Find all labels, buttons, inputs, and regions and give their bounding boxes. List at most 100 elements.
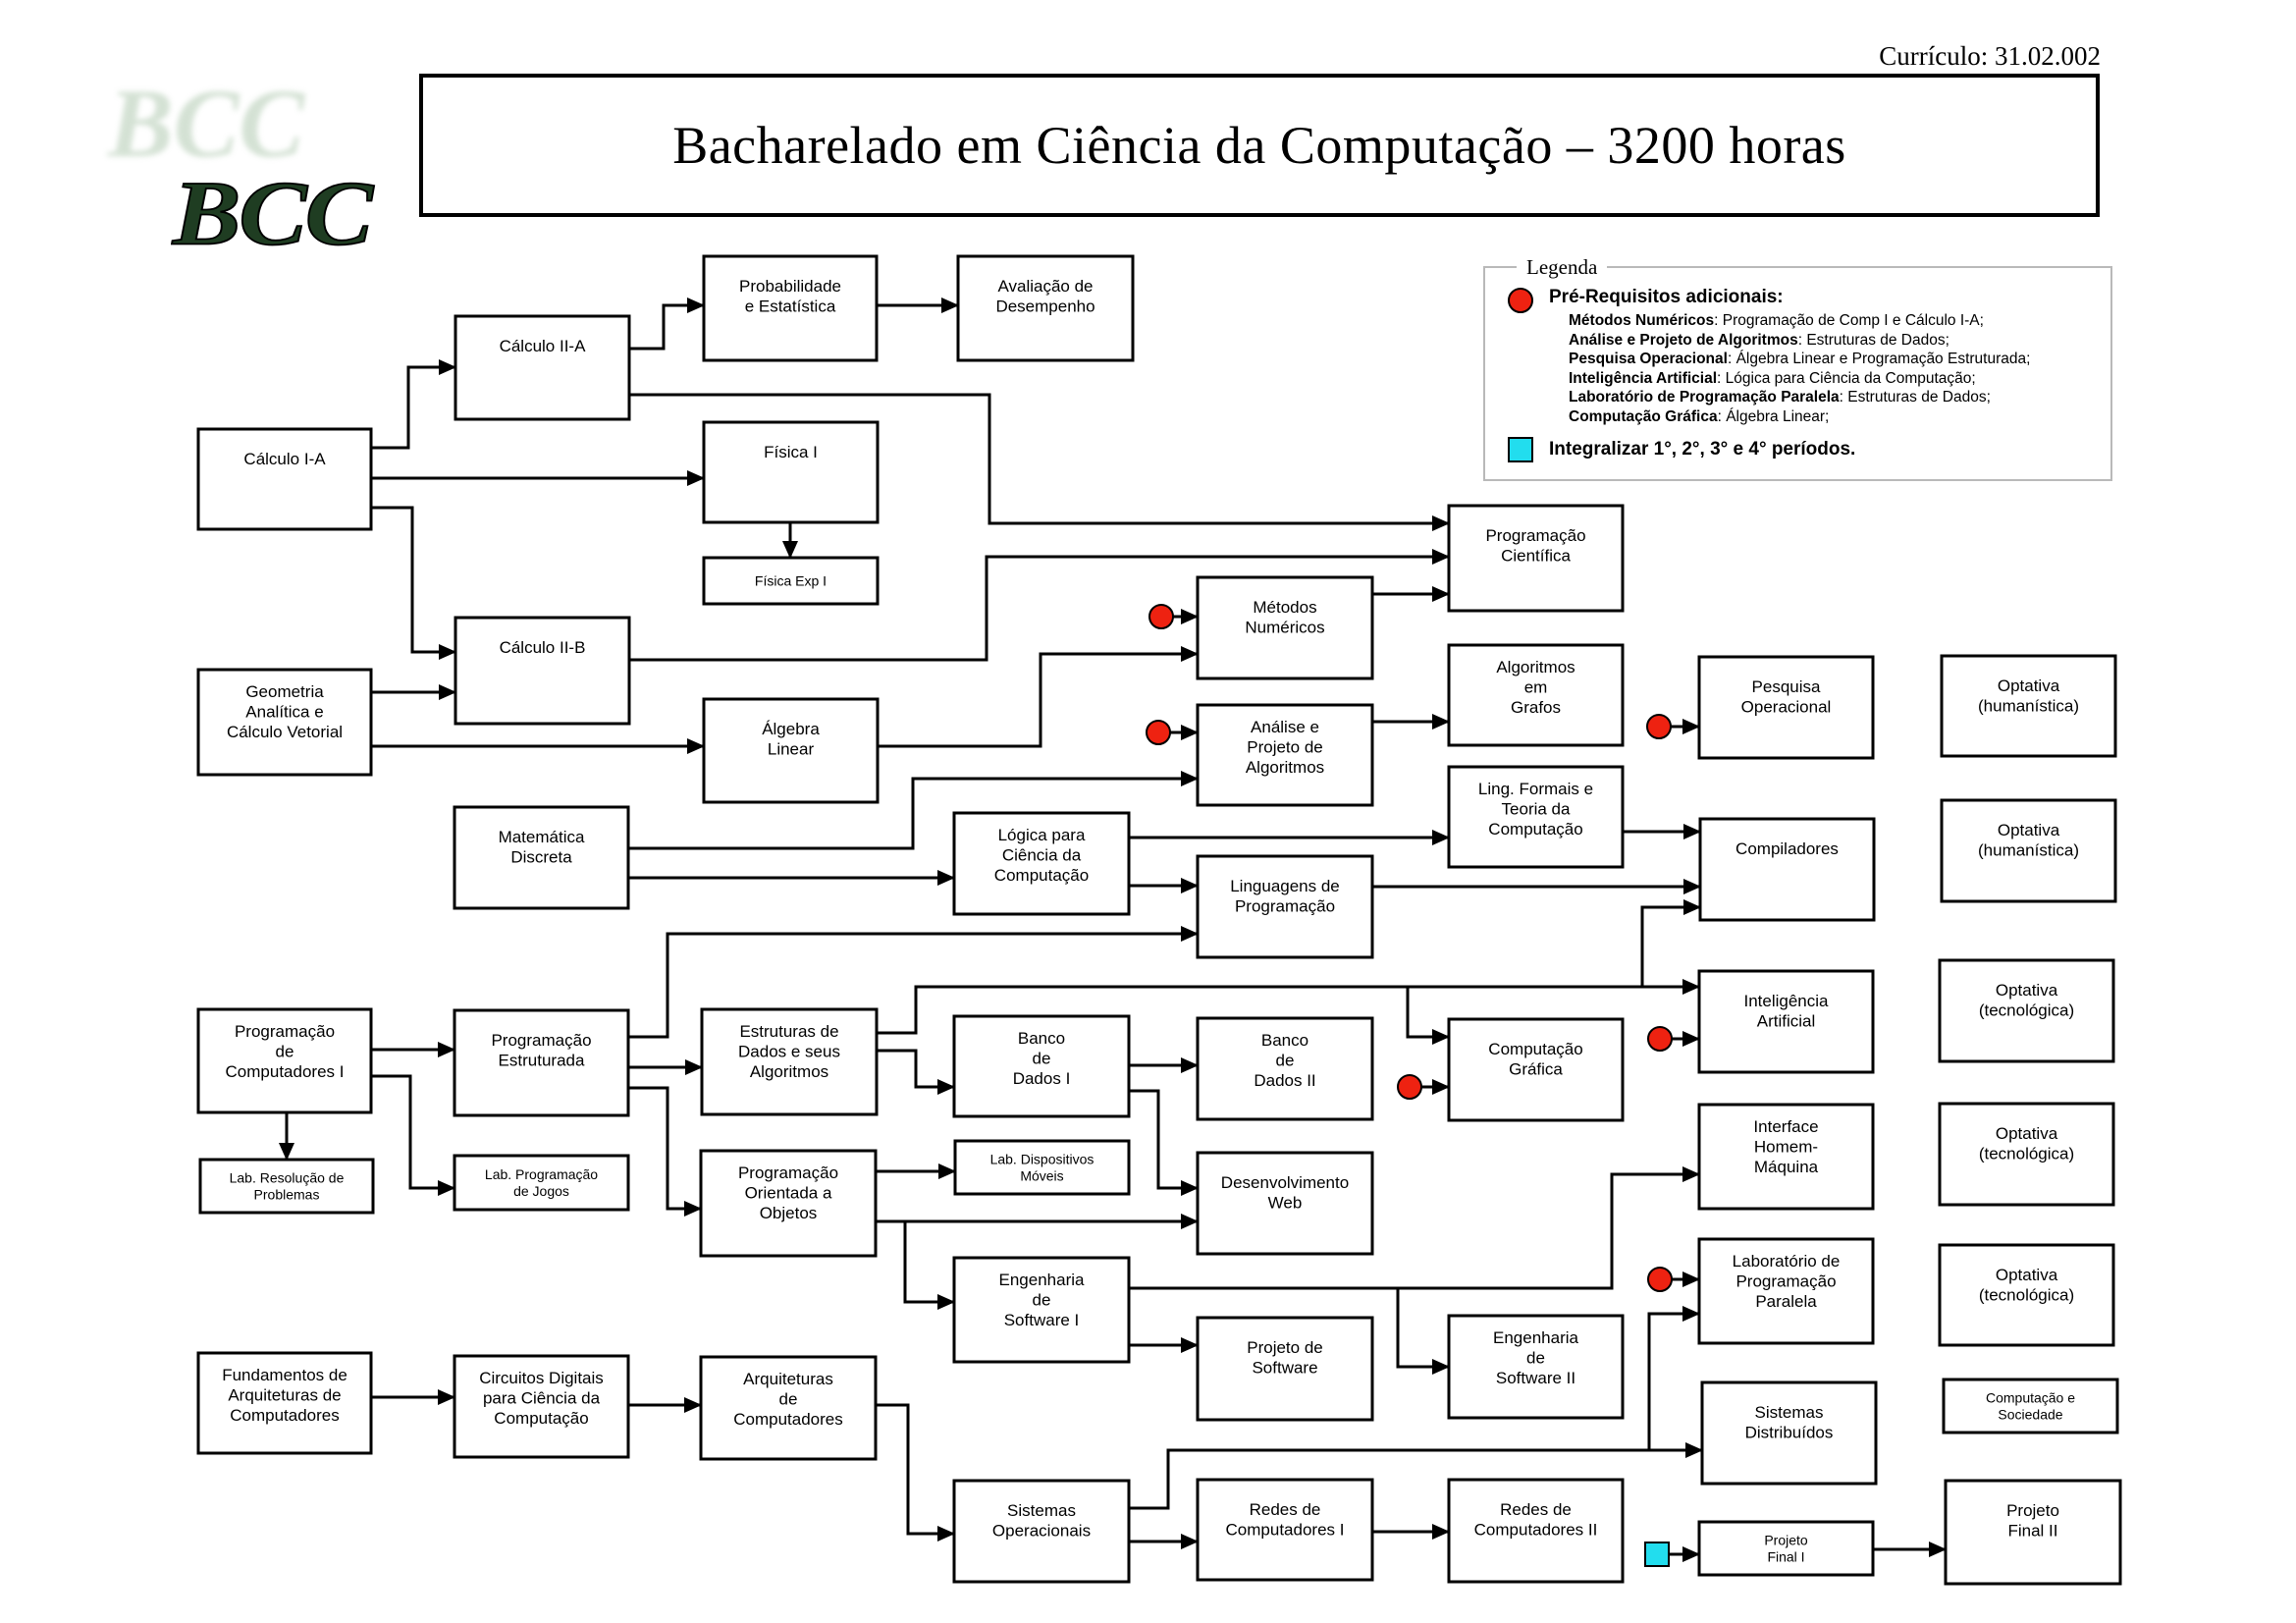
course-label-line: Móveis <box>1020 1167 1063 1183</box>
course-box <box>702 697 880 804</box>
course-label-line: Científica <box>1501 547 1571 566</box>
course-box <box>1697 1237 1875 1345</box>
course-label-line: Algoritmos <box>750 1062 828 1081</box>
course-label-line: Computação <box>1488 820 1582 839</box>
course-optativa-humanistica-1: Optativa(humanística) <box>1940 654 2117 758</box>
course-label-line: Final II <box>2007 1522 2057 1541</box>
course-label: Optativa(tecnológica) <box>1979 1266 2074 1305</box>
legend-prereq-item: Análise e Projeto de Algoritmos: Estrutu… <box>1569 331 1949 349</box>
legend-integralizar: Integralizar 1°, 2°, 3° e 4° períodos. <box>1549 439 1856 460</box>
course-label-line: Computadores I <box>1226 1521 1345 1540</box>
course-label-line: Paralela <box>1755 1292 1817 1311</box>
edge-sistemas-operacionais-to-lab-programacao-paralela <box>1647 1306 1700 1450</box>
course-box <box>952 1014 1131 1118</box>
course-label-line: Sistemas <box>1007 1501 1076 1520</box>
course-label-line: Cálculo I-A <box>243 450 326 468</box>
course-label: Optativa(humanística) <box>1978 821 2079 860</box>
course-calculo-ii-a: Cálculo II-A <box>454 314 631 421</box>
course-box <box>1196 854 1374 959</box>
course-label-line: Programação <box>1485 526 1585 545</box>
course-label-line: Engenharia <box>1493 1328 1579 1347</box>
course-label-line: Álgebra <box>762 720 820 738</box>
course-label-line: Métodos <box>1253 598 1316 617</box>
course-label-line: Análise e <box>1251 718 1319 736</box>
edge-calculo-ii-a-to-probabilidade <box>629 298 705 351</box>
course-label-line: Arquiteturas <box>743 1370 833 1388</box>
course-label-line: Ling. Formais e <box>1478 780 1593 798</box>
course-label-line: Circuitos Digitais <box>479 1369 604 1387</box>
course-label-line: Projeto de <box>1247 1338 1323 1357</box>
cyan-square-icon <box>1644 1542 1670 1567</box>
course-label-line: Optativa <box>1996 981 2058 1000</box>
edge-calculo-i-a-to-calculo-ii-b <box>371 506 456 660</box>
course-label-line: Software <box>1252 1359 1317 1378</box>
course-label-line: Programação <box>1735 1272 1836 1291</box>
course-box <box>1447 1017 1625 1122</box>
prereq-marker-pesquisa-operacional <box>1646 714 1700 739</box>
course-label-line: Linguagens de <box>1230 877 1340 895</box>
course-label-line: Problemas <box>254 1186 320 1202</box>
course-box <box>1196 1151 1374 1256</box>
edge-programacao-estruturada-to-poo <box>628 1086 702 1217</box>
course-label-line: (humanística) <box>1978 841 2079 860</box>
course-label-line: Web <box>1268 1194 1303 1213</box>
course-label: Cálculo II-A <box>500 337 587 355</box>
course-label-line: (humanística) <box>1978 697 2079 716</box>
course-label-line: Computação <box>1488 1040 1582 1058</box>
legend-prereq-list: Métodos Numéricos: Programação de Comp I… <box>1569 311 2030 426</box>
course-label-line: Teoria da <box>1502 800 1571 819</box>
course-box <box>196 668 373 777</box>
course-label-line: (tecnológica) <box>1979 1001 2074 1020</box>
course-label-line: Software I <box>1004 1311 1080 1329</box>
edge-sistemas-operacionais-to-sistemas-distribuidos <box>1129 1442 1703 1510</box>
course-label-line: Estruturas de <box>739 1022 838 1041</box>
red-circle-icon <box>1646 714 1672 739</box>
course-box <box>1447 643 1625 747</box>
course-label-line: Engenharia <box>999 1271 1086 1289</box>
course-box <box>453 1154 630 1212</box>
legend-prereq-heading: Pré-Requisitos adicionais: <box>1549 287 1784 307</box>
course-label-line: Software II <box>1496 1369 1575 1387</box>
course-box <box>1938 1102 2115 1207</box>
course-box <box>1697 1103 1875 1211</box>
course-projeto-software: Projeto de Software <box>1196 1316 1374 1422</box>
course-box <box>699 1149 878 1258</box>
course-label-line: Cálculo II-B <box>500 638 586 657</box>
prereq-marker-lab-programacao-paralela <box>1647 1267 1700 1292</box>
course-label: Optativa(tecnológica) <box>1979 981 2074 1020</box>
course-label-line: de <box>1033 1050 1051 1068</box>
edge-estruturas-dados-to-computacao-grafica <box>1406 987 1450 1045</box>
red-circle-icon <box>1647 1267 1673 1292</box>
course-label-line: Homem- <box>1754 1138 1818 1157</box>
course-label-line: Computação e <box>1986 1389 2075 1405</box>
course-label-line: de <box>1276 1052 1295 1070</box>
edge-poo-to-engenharia-software-i <box>903 1221 955 1310</box>
red-circle-icon <box>1647 1026 1673 1052</box>
course-label: Projeto de Software <box>1247 1338 1323 1378</box>
course-box <box>1940 798 2117 903</box>
course-box <box>196 1351 373 1455</box>
page-title: Bacharelado em Ciência da Computação – 3… <box>672 116 1846 175</box>
course-label-line: Lab. Resolução de <box>230 1169 345 1185</box>
